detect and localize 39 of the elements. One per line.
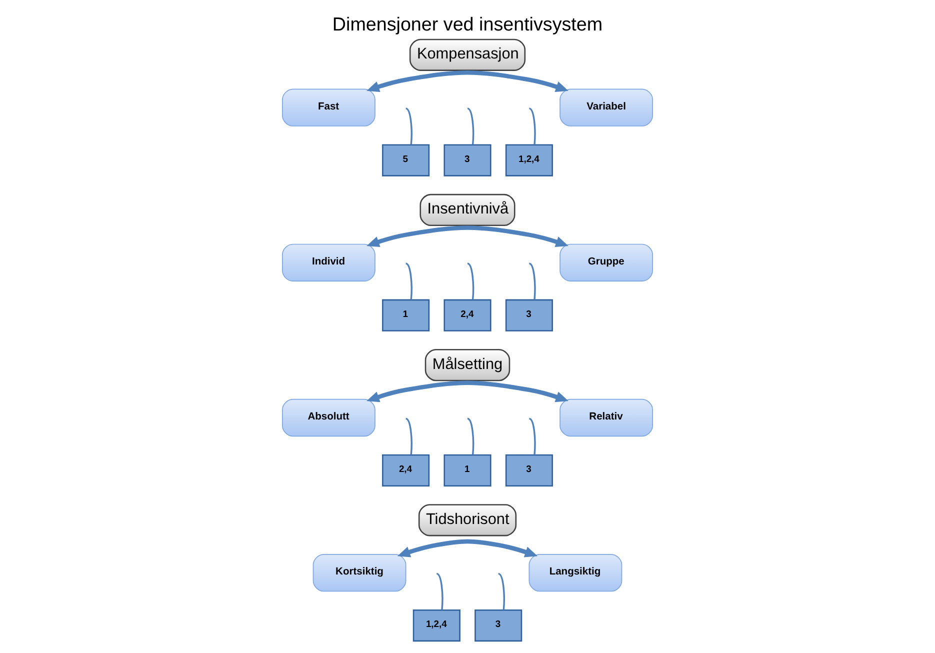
connector — [436, 572, 444, 610]
node-box: 3 — [505, 454, 553, 487]
connector — [405, 418, 412, 455]
node-box: Absolutt — [282, 398, 376, 437]
diagram-title: Dimensjoner ved insentivsystem — [332, 14, 603, 35]
node-box: 1,2,4 — [412, 609, 460, 642]
node-box: Langsiktig — [528, 554, 622, 592]
arrow — [366, 380, 568, 402]
connector — [405, 108, 412, 145]
node-box: 3 — [505, 299, 553, 332]
arrow — [397, 539, 538, 558]
node-box: Gruppe — [560, 244, 653, 282]
node-box: 2,4 — [444, 299, 492, 332]
node-box: 3 — [474, 609, 522, 642]
node-box: 3 — [444, 144, 492, 176]
connector — [467, 262, 474, 300]
connector — [467, 108, 474, 145]
node-box: 1 — [444, 454, 492, 487]
node-box: 2,4 — [382, 454, 430, 487]
node-box: Variabel — [560, 88, 653, 126]
node-box: 5 — [382, 144, 430, 176]
node-box: Individ — [282, 244, 376, 282]
connector — [528, 108, 536, 145]
node-box: Tidshorisont — [418, 504, 517, 536]
connector — [467, 418, 474, 455]
arrow — [366, 226, 568, 248]
connector — [528, 418, 536, 455]
connector — [498, 572, 505, 610]
node-box: Insentivnivå — [420, 194, 516, 226]
node-box: Fast — [282, 88, 376, 126]
node-box: Målsetting — [424, 349, 510, 382]
node-box: Relativ — [560, 398, 653, 437]
connector — [405, 262, 412, 300]
arrow — [366, 70, 568, 92]
node-box: 1 — [382, 299, 430, 332]
node-box: Kompensasjon — [409, 38, 526, 71]
node-box: 1,2,4 — [505, 144, 553, 176]
connector — [528, 262, 536, 300]
node-box: Kortsiktig — [312, 554, 406, 592]
